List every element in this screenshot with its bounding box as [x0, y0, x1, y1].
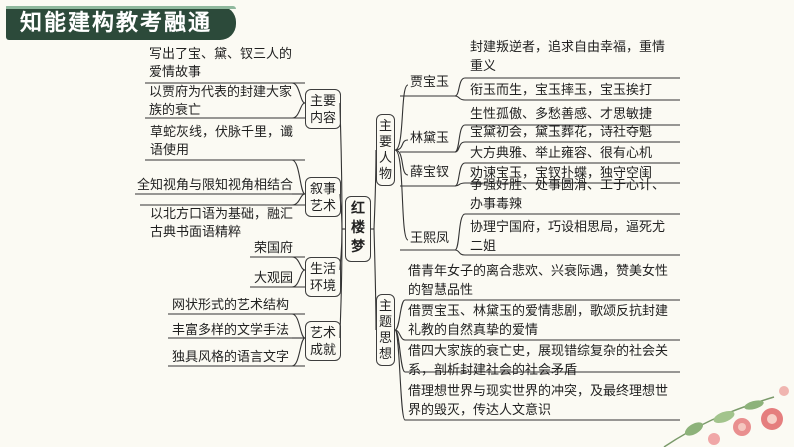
baochai-trait-1: 大方典雅、举止雍容、很有心机	[470, 146, 653, 161]
theme-item-4: 借理想世界与现实世界的冲突，及最终理想世界的毁灭，传达人文意识	[408, 384, 669, 418]
daiyu-trait-1: 生性孤傲、多愁善感、才思敏捷	[470, 107, 653, 122]
art-item-3: 独具风格的语言文字	[172, 350, 290, 365]
theme-item-3: 借四大家族的衰亡史，展现错综复杂的社会关系，剖析封建社会的社会矛盾	[408, 344, 669, 378]
xifeng-trait-2: 协理宁国府，巧设相思局，逼死尤二姐	[470, 220, 666, 254]
group-narrative-art: 叙事艺术	[305, 177, 341, 217]
group-main-content-label: 主要内容	[309, 94, 336, 126]
art-item-1: 网状形式的艺术结构	[172, 298, 290, 313]
page-title: 知能建构教考融通	[20, 11, 213, 36]
group-main-characters: 主要人物	[376, 114, 395, 186]
group-narrative-art-label: 叙事艺术	[309, 182, 336, 214]
group-art-achievement: 艺术成就	[305, 321, 341, 361]
group-living-env: 生活环境	[305, 257, 341, 297]
title-bar-highlight	[6, 6, 236, 9]
character-xifeng: 王熙凤	[410, 231, 450, 246]
group-theme: 主题思想	[376, 294, 395, 366]
main-content-item-2: 以贾府为代表的封建大家族的衰亡	[149, 85, 293, 118]
theme-item-2: 借贾宝玉、林黛玉的爱情悲剧，歌颂反抗封建礼教的自然真挚的爱情	[408, 304, 669, 338]
daiyu-trait-2: 宝黛初会，黛玉葬花，诗社夺魁	[470, 125, 653, 140]
baoyu-trait-1: 封建叛逆者，追求自由幸福，重情重义	[470, 40, 666, 74]
art-item-2: 丰富多样的文学手法	[172, 323, 290, 338]
xifeng-trait-1: 争强好胜、处事圆滑、工于心计、办事毒辣	[470, 178, 666, 212]
theme-item-1: 借青年女子的离合悲欢、兴衰际遇，赞美女性的智慧品性	[408, 264, 669, 298]
living-env-item-2: 大观园	[254, 271, 294, 286]
decorative-flowers-icon	[663, 386, 789, 447]
character-baochai: 薛宝钗	[410, 165, 450, 180]
character-daiyu: 林黛玉	[410, 131, 450, 146]
narrative-item-3: 以北方口语为基础，融汇古典书面语精粹	[150, 207, 294, 240]
baoyu-trait-2: 衔玉而生，宝玉摔玉，宝玉挨打	[470, 83, 653, 98]
center-node: 红楼梦	[345, 196, 371, 262]
main-content-item-1: 写出了宝、黛、钗三人的爱情故事	[149, 47, 293, 80]
group-art-achievement-label: 艺术成就	[309, 326, 336, 358]
baochai-trait-2: 劝谏宝玉，宝钗扑蝶，独守空闺	[470, 166, 653, 181]
narrative-item-2: 全知视角与限知视角相结合	[137, 178, 294, 193]
group-living-env-label: 生活环境	[309, 262, 336, 294]
group-main-content: 主要内容	[305, 89, 341, 129]
group-theme-label: 主题思想	[379, 299, 393, 362]
character-baoyu: 贾宝玉	[410, 75, 450, 90]
living-env-item-1: 荣国府	[254, 241, 294, 256]
narrative-item-1: 草蛇灰线，伏脉千里，谶语使用	[150, 125, 294, 158]
title-bar: 知能建构教考融通	[6, 6, 236, 40]
group-main-characters-label: 主要人物	[379, 119, 393, 182]
